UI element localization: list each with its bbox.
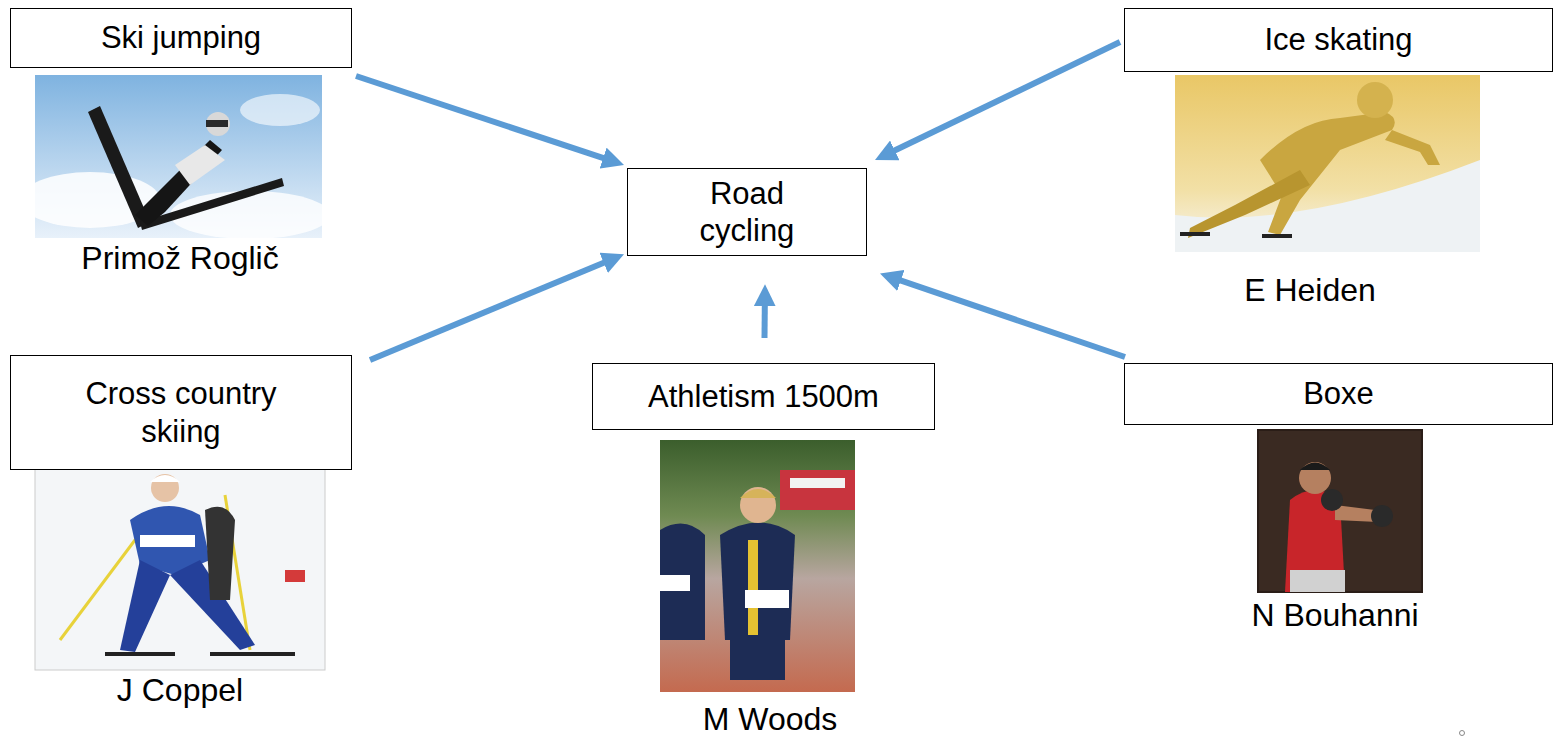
target-box: Road cycling — [627, 168, 867, 256]
influence-arrow — [762, 304, 768, 338]
sport-box: Cross country skiing — [10, 355, 352, 470]
box-text: Boxe — [1303, 375, 1374, 412]
athlete-name: N Bouhanni — [1251, 597, 1418, 634]
sport-box: Boxe — [1124, 363, 1553, 425]
cross-country-photo — [35, 462, 325, 670]
box-text: Ice skating — [1264, 21, 1412, 58]
ski-jump-photo — [20, 75, 330, 239]
sport-box: Ski jumping — [10, 8, 352, 68]
influence-arrow — [893, 42, 1120, 151]
athlete-name: M Woods — [703, 701, 838, 738]
influence-arrow — [356, 76, 605, 159]
box-text: Ski jumping — [101, 19, 261, 56]
corner-dot — [1460, 731, 1465, 736]
box-text: Road cycling — [668, 175, 826, 249]
sport-box: Athletism 1500m — [592, 363, 935, 430]
influence-arrow — [370, 262, 606, 360]
influence-arrow — [899, 280, 1125, 357]
athletics-photo — [660, 440, 855, 692]
athlete-name: Primož Roglič — [81, 240, 278, 277]
boxing-photo — [1258, 430, 1422, 592]
athlete-name: E Heiden — [1244, 272, 1376, 309]
sport-box: Ice skating — [1124, 8, 1553, 72]
box-text: Cross country skiing — [51, 375, 311, 449]
box-text: Athletism 1500m — [648, 378, 879, 415]
speed-skating-photo — [1175, 75, 1480, 252]
athlete-name: J Coppel — [117, 672, 243, 709]
